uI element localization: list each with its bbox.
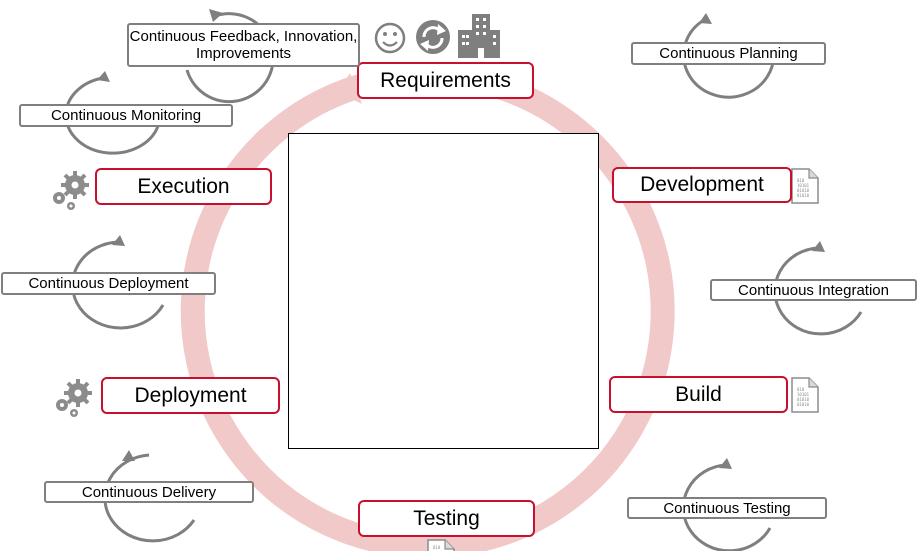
stage-requirements: Requirements [357,62,534,99]
svg-text:01010: 01010 [797,402,810,407]
loop-delivery [103,450,196,543]
continuous-testing-label: Continuous Testing [627,497,827,519]
svg-text:010: 010 [433,545,441,550]
binary-document-icon: 010 [427,539,455,551]
svg-text:01010: 01010 [797,397,810,402]
svg-text:01010: 01010 [797,188,810,193]
cycle-arrowhead [338,73,362,104]
svg-text:01010: 01010 [797,193,810,198]
smiley-icon [374,22,406,54]
building-icon [458,14,500,58]
loop-integration [773,241,863,336]
continuous-deployment-label: Continuous Deployment [1,272,216,295]
loop-monitoring [64,71,160,155]
loop-deployment [71,235,165,330]
stage-build: Build [609,376,788,413]
stage-testing: Testing [358,500,535,537]
refresh-icon [416,20,450,54]
continuous-feedback-label: Continuous Feedback, Innovation, Improve… [127,23,360,67]
svg-text:010: 010 [797,178,805,183]
svg-text:10101: 10101 [797,392,810,397]
loop-testing [681,458,772,551]
loop-feedback [185,9,275,104]
gears-icon [53,171,89,210]
svg-text:010: 010 [797,387,805,392]
center-placeholder-box [288,133,599,449]
svg-text:10101: 10101 [797,183,810,188]
stage-deployment: Deployment [101,377,280,414]
stage-development: Development [612,167,792,203]
stage-execution: Execution [95,168,272,205]
continuous-integration-label: Continuous Integration [710,279,917,301]
continuous-loops [64,9,863,551]
continuous-monitoring-label: Continuous Monitoring [19,104,233,127]
continuous-delivery-label: Continuous Delivery [44,481,254,503]
gears-icon [56,379,92,417]
continuous-planning-label: Continuous Planning [631,42,826,65]
loop-planning [682,13,776,99]
